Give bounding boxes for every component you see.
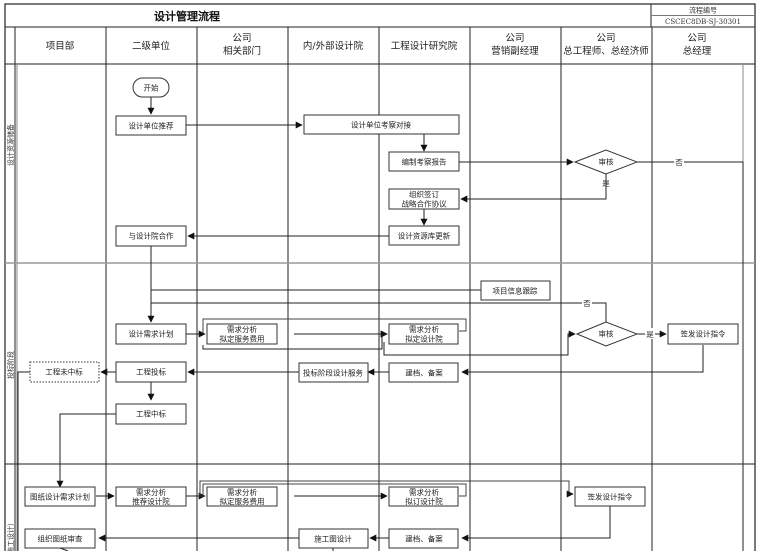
edge-inst2-loop: [202, 483, 467, 497]
node-design-unit-recommend[interactable]: 设计单位推荐: [115, 115, 187, 136]
column-header-project: 项目部: [46, 40, 75, 52]
edge-fee2-order2-loop: [199, 480, 574, 498]
lane-label-construction-design: （施工设计）: [6, 519, 15, 551]
node-resource-update[interactable]: 设计资源库更新: [388, 225, 460, 246]
column-header-chief-engineer-line1: 公司: [596, 33, 615, 44]
node-label: 工程投标: [136, 367, 166, 377]
node-analysis-institute-1[interactable]: 需求分析 拟定设计院: [388, 323, 459, 345]
node-analysis-fee-1[interactable]: 需求分析 拟定服务费用: [206, 323, 278, 345]
node-archive-1[interactable]: 建档、备案: [388, 362, 459, 383]
node-label-line1: 需求分析: [409, 487, 439, 497]
column-header-design-institute: 内/外部设计院: [303, 40, 364, 52]
column-headers: 项目部 二级单位 公司 相关部门 内/外部设计院 工程设计研究院 公司 营销副经…: [46, 33, 712, 57]
node-label-line2: 拟订设计院: [405, 496, 443, 506]
edge-won-drawingplan: [56, 413, 116, 488]
node-bid-won[interactable]: 工程中标: [115, 403, 187, 425]
edge-label-no-review2: 否: [583, 299, 591, 308]
node-label-line1: 组织签订: [409, 189, 439, 199]
table-grid: [4, 3, 756, 551]
edge-order1-archive1: [461, 345, 704, 376]
column-header-general-manager-line1: 公司: [687, 33, 706, 44]
node-compile-report[interactable]: 编制考察报告: [388, 151, 460, 172]
node-label: 签发设计指令: [588, 492, 633, 502]
edge-fee1-inst1-loop: [202, 318, 467, 334]
node-label-line1: 需求分析: [136, 487, 166, 497]
node-label: 设计单位考察对接: [351, 120, 411, 130]
node-bid-design-service[interactable]: 投标阶段设计服务: [298, 362, 369, 383]
node-drawing-plan[interactable]: 图纸设计需求计划: [24, 486, 96, 507]
node-analysis-fee-2[interactable]: 需求分析 拟定服务费用: [206, 486, 278, 507]
node-label-line1: 需求分析: [409, 324, 439, 334]
node-label-line2: 拟定服务费用: [220, 334, 265, 344]
node-label: 建档、备案: [405, 534, 443, 544]
edge-order2-archive2: [461, 506, 611, 542]
node-start-label: 开始: [144, 83, 159, 93]
node-label: 项目信息跟踪: [493, 286, 538, 296]
column-header-company-depts-line1: 公司: [232, 33, 251, 44]
node-construction-drawing[interactable]: 施工图设计: [298, 528, 369, 549]
edge-notwon-down: [17, 371, 30, 551]
edge-label-yes-review2: 是: [646, 330, 654, 339]
node-label-line2: 拟定服务费用: [220, 496, 265, 506]
node-label-line1: 需求分析: [227, 324, 257, 334]
edge-review2-no: [151, 302, 607, 322]
node-label: 设计单位推荐: [129, 121, 174, 131]
node-label: 组织图纸审查: [38, 534, 83, 544]
node-label: 图纸设计需求计划: [30, 492, 90, 502]
node-label: 工程未中标: [45, 367, 83, 377]
node-label: 设计资源库更新: [398, 231, 451, 241]
node-label: 签发设计指令: [681, 329, 726, 339]
node-label-line1: 需求分析: [227, 487, 257, 497]
node-label: 设计需求计划: [129, 329, 174, 339]
node-start[interactable]: 开始: [132, 77, 170, 98]
process-code-label: 流程编号: [689, 6, 717, 15]
column-header-general-manager-line2: 总经理: [683, 45, 712, 57]
node-issue-order-1[interactable]: 签发设计指令: [667, 323, 739, 345]
node-analysis-institute-2[interactable]: 需求分析 拟订设计院: [388, 486, 459, 507]
page-title: 设计管理流程: [154, 9, 220, 23]
column-header-marketing-vp-line1: 公司: [505, 33, 524, 44]
edge-label-yes-review1: 是: [602, 179, 610, 188]
column-header-marketing-vp-line2: 营销副经理: [491, 45, 539, 57]
node-label: 工程中标: [136, 409, 166, 419]
node-label: 审核: [599, 329, 614, 339]
node-label: 审核: [599, 157, 614, 167]
lane-label-bidding: 投标阶段: [6, 351, 15, 379]
node-label: 与设计院合作: [129, 231, 174, 241]
edge-review1-no: [637, 161, 744, 551]
column-header-company-depts-line2: 相关部门: [223, 45, 261, 57]
node-label: 施工图设计: [314, 534, 352, 544]
node-review-2[interactable]: 审核: [575, 321, 639, 347]
column-header-engineering-research: 工程设计研究院: [391, 40, 458, 52]
node-archive-2[interactable]: 建档、备案: [388, 528, 459, 549]
node-sign-agreement[interactable]: 组织签订 战略合作协议: [388, 188, 460, 210]
node-project-bid[interactable]: 工程投标: [115, 361, 187, 383]
node-label: 编制考察报告: [402, 157, 447, 167]
edge-inst1-review2: [383, 330, 576, 356]
node-label-line2: 拟定设计院: [405, 334, 443, 344]
node-bid-not-won[interactable]: 工程未中标: [29, 361, 100, 383]
node-label: 建档、备案: [405, 368, 443, 378]
lane-label-design-resources: 设计资源储备: [6, 124, 15, 166]
column-header-chief-engineer-line2: 总工程师、总经济师: [563, 45, 649, 57]
node-info-track[interactable]: 项目信息跟踪: [480, 280, 551, 301]
process-code-value: CSCEC8DB-SJ-30301: [665, 18, 741, 26]
edge-label-no-review1: 否: [675, 158, 683, 167]
connectors: [17, 97, 744, 551]
node-label-line2: 战略合作协议: [402, 199, 447, 209]
node-review-1[interactable]: 审核: [573, 149, 639, 175]
node-demand-plan[interactable]: 设计需求计划: [115, 323, 187, 345]
node-cooperate[interactable]: 与设计院合作: [115, 225, 187, 247]
node-drawing-review[interactable]: 组织图纸审查: [24, 528, 96, 549]
column-header-second-unit: 二级单位: [132, 40, 171, 52]
node-analysis-recommend[interactable]: 需求分析 推荐设计院: [115, 486, 187, 507]
node-issue-order-2[interactable]: 签发设计指令: [574, 486, 646, 507]
node-label-line2: 推荐设计院: [132, 496, 170, 506]
node-design-unit-inspect[interactable]: 设计单位考察对接: [303, 114, 460, 135]
edge-review1-yes: [460, 172, 607, 203]
node-label: 投标阶段设计服务: [303, 368, 363, 378]
